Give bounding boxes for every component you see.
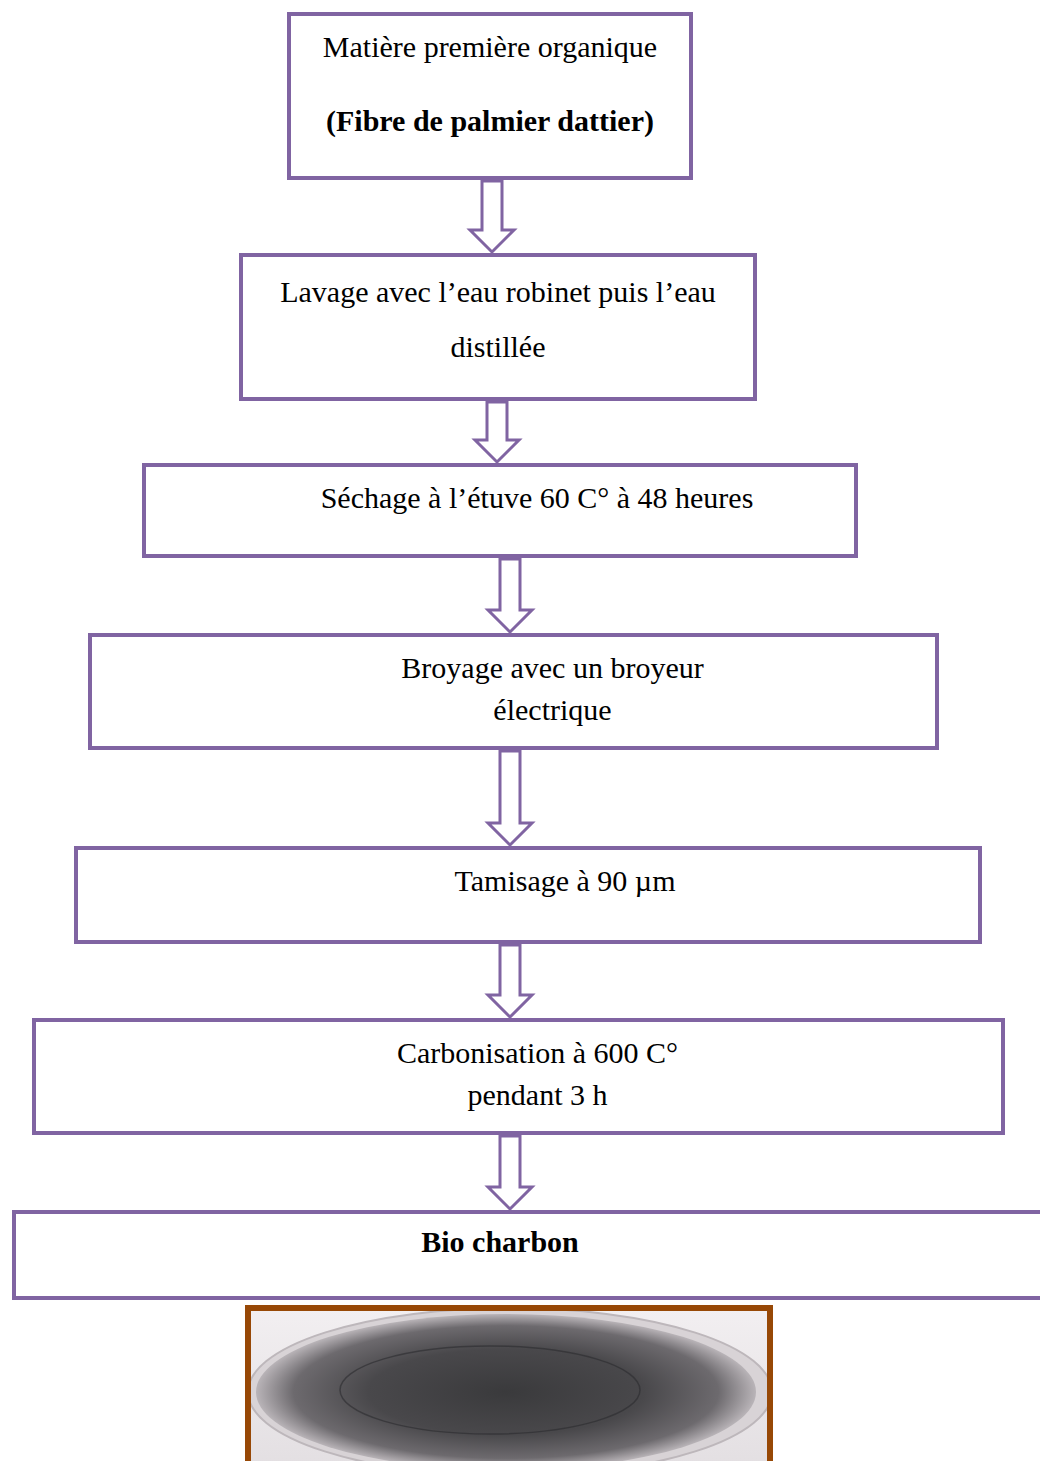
box-text: Tamisage à 90 µm [455, 863, 676, 899]
dish-inner-ring [340, 1346, 640, 1434]
box-text: Lavage avec l’eau robinet puis l’eau dis… [253, 265, 743, 375]
process-box: Séchage à l’étuve 60 C° à 48 heures [142, 463, 858, 558]
process-box: Carbonisation à 600 C° pendant 3 h [32, 1018, 1005, 1135]
photo-frame [248, 1308, 770, 1461]
box-text: Broyage avec un broyeur électrique [363, 647, 743, 731]
box-text: (Fibre de palmier dattier) [326, 103, 654, 139]
block-arrow [470, 181, 514, 252]
box-text: Matière première organique [323, 29, 657, 65]
block-arrow [488, 1136, 532, 1209]
petri-dish-rim [248, 1308, 772, 1461]
process-box: Matière première organique (Fibre de palm… [287, 12, 693, 180]
block-arrow [475, 402, 519, 462]
block-arrow [488, 559, 532, 632]
block-arrow [488, 751, 532, 845]
block-arrow [488, 945, 532, 1017]
box-text: Carbonisation à 600 C° pendant 3 h [368, 1032, 708, 1116]
biochar-powder [256, 1314, 756, 1461]
process-box: Lavage avec l’eau robinet puis l’eau dis… [239, 253, 757, 401]
box-text: Bio charbon [421, 1224, 579, 1260]
process-box: Bio charbon [12, 1210, 1040, 1300]
box-text: Séchage à l’étuve 60 C° à 48 heures [321, 480, 754, 516]
process-box: Tamisage à 90 µm [74, 846, 982, 944]
process-box: Broyage avec un broyeur électrique [88, 633, 939, 750]
